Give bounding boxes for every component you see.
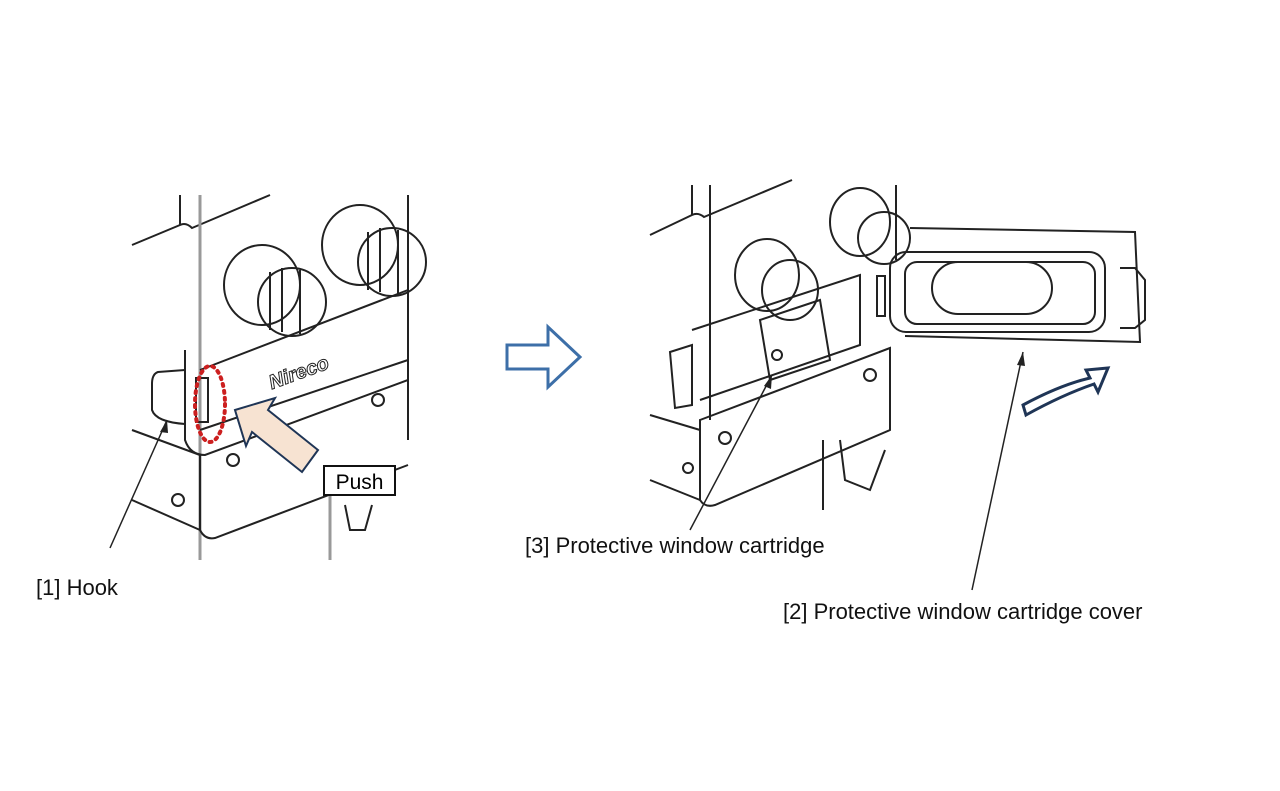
knob-right [321, 204, 427, 297]
cover-label: [2] Protective window cartridge cover [783, 599, 1143, 624]
knob-left [223, 244, 327, 337]
knob-right-2 [829, 187, 911, 265]
right-arrow-icon [505, 323, 583, 391]
hook-highlight [193, 364, 227, 444]
left-device-drawing [109, 194, 427, 560]
cartridge-pointer-line [689, 374, 773, 531]
cartridge-cover [876, 227, 1146, 344]
push-arrow [233, 396, 320, 474]
knob-left-2 [734, 238, 819, 321]
hook-label: [1] Hook [36, 575, 118, 600]
cover-pointer-line [971, 351, 1024, 591]
push-label: Push [323, 465, 396, 496]
hook-pointer-line [109, 419, 168, 549]
rotate-arrow [1021, 366, 1111, 418]
cartridge-shape [758, 298, 832, 382]
hook-shape [151, 369, 186, 425]
right-device-drawing [649, 179, 1146, 591]
cartridge-label: [3] Protective window cartridge [525, 533, 825, 558]
